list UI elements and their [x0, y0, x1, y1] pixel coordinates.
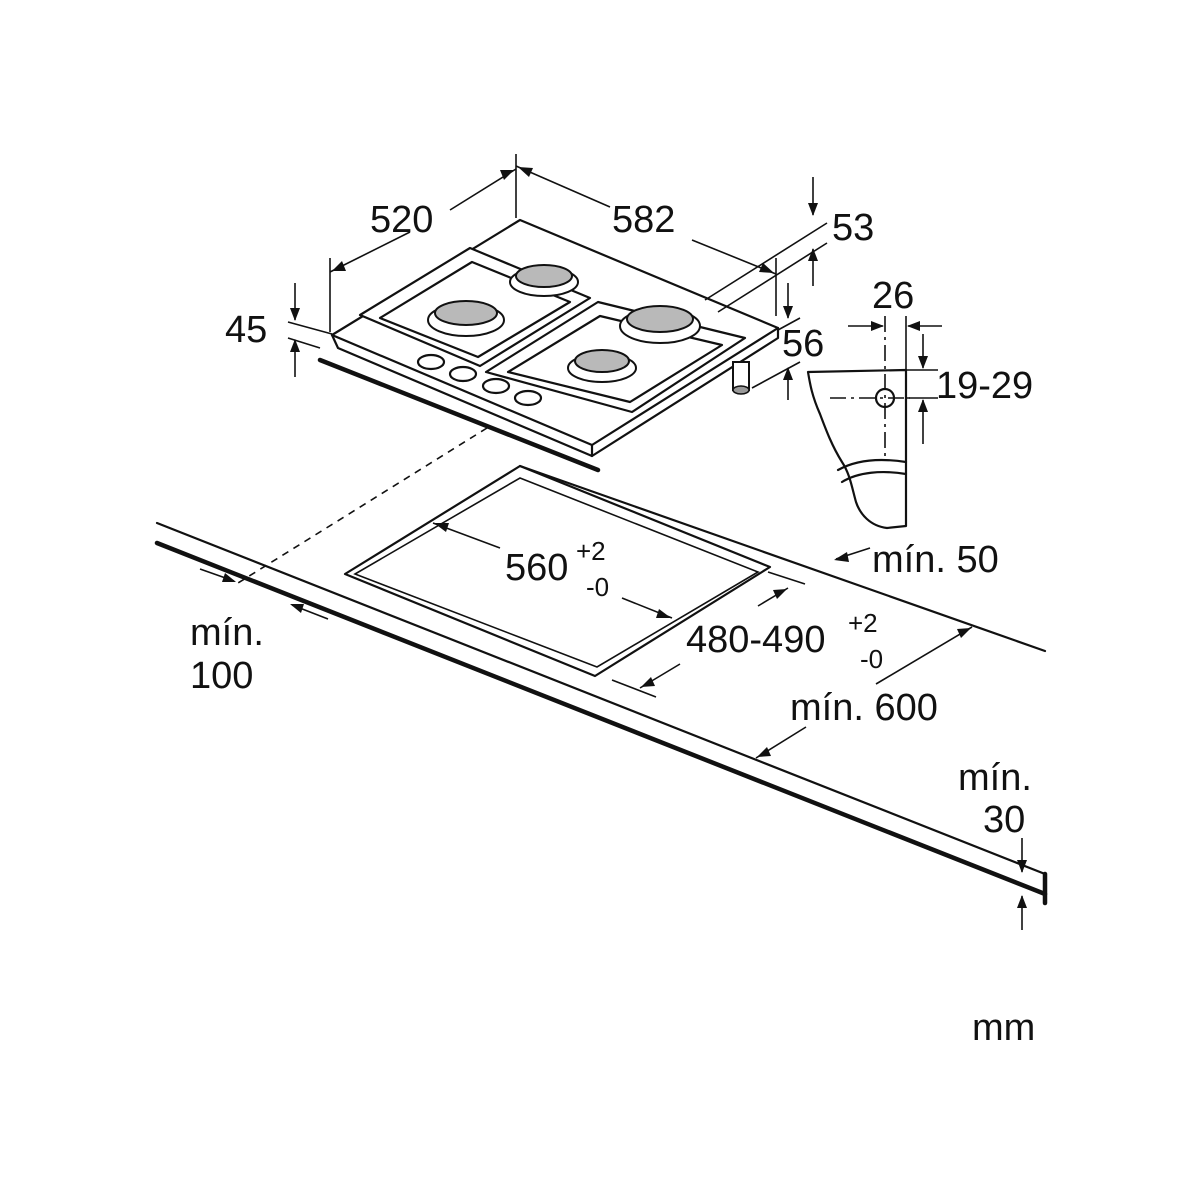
label-min-thickness-2: 30 [983, 799, 1025, 841]
label-connection-height: 19-29 [936, 365, 1033, 407]
label-depth: 520 [370, 199, 433, 241]
label-min-side-2: 100 [190, 655, 253, 697]
label-min-side-1: mín. [190, 612, 264, 654]
label-width: 582 [612, 199, 675, 241]
connection-point [874, 387, 896, 409]
burner-rear-left [509, 264, 579, 297]
cutout [343, 464, 772, 678]
burner-rear-right [619, 305, 701, 344]
cutout-dimensions [199, 522, 1027, 930]
unit-label: mm [972, 1007, 1035, 1049]
label-rear-offset: 53 [832, 207, 874, 249]
worktop [154, 427, 1048, 906]
label-cutout-width-tol-plus: +2 [576, 536, 606, 566]
label-min-thickness-1: mín. [958, 757, 1032, 799]
hob-base-line [317, 357, 601, 473]
connection-detail [806, 316, 942, 530]
burner-front-right [567, 349, 637, 383]
label-cutout-depth-tol-minus: -0 [860, 644, 883, 674]
gas-connector [732, 361, 750, 395]
burner-front-left [427, 300, 505, 337]
cutout-outline [343, 464, 772, 678]
cutout-inner-edge [353, 477, 760, 668]
label-cutout-width: 560 [505, 547, 568, 589]
label-min-worktop: mín. 600 [790, 687, 938, 729]
label-cutout-depth-tol-plus: +2 [848, 608, 878, 638]
label-min-rear: mín. 50 [872, 539, 999, 581]
hob-projection-line [237, 427, 488, 584]
worktop-front-edge [154, 540, 1048, 897]
hob-dimensions [287, 154, 828, 400]
control-knobs [416, 353, 543, 407]
connection-profile [806, 368, 908, 530]
label-connection-offset: 26 [872, 275, 914, 317]
labels: 520 582 53 45 56 26 19-29 560 +2 -0 480-… [190, 199, 1035, 1049]
hob [317, 218, 780, 473]
label-height: 45 [225, 309, 267, 351]
label-cutout-depth: 480-490 [686, 619, 825, 661]
worktop-front-top-edge [155, 521, 1047, 876]
worktop-rear-edge [518, 464, 1047, 653]
label-cutout-width-tol-minus: -0 [586, 572, 609, 602]
label-connector-height: 56 [782, 323, 824, 365]
